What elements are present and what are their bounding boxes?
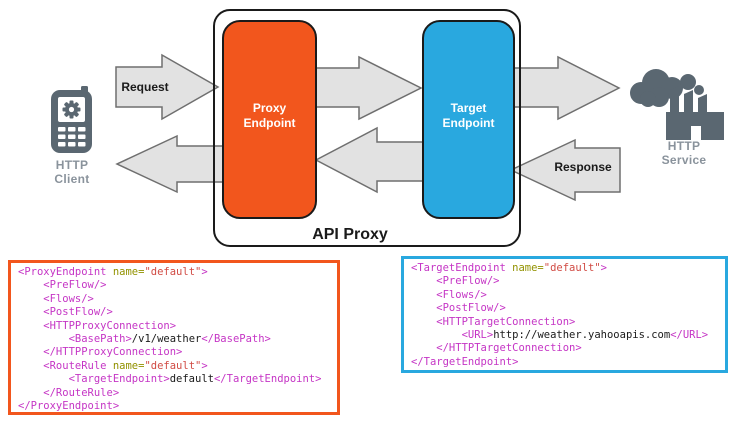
code-token-tag: </RouteRule> [18, 386, 120, 399]
flow-diagram-canvas [115, 9, 621, 247]
code-token-tag: <BasePath> [18, 333, 132, 346]
code-token-tag: <TargetEndpoint> [18, 373, 170, 386]
code-line: <PostFlow/> [18, 306, 337, 319]
proxy-endpoint-code: <ProxyEndpoint name="default"> <PreFlow/… [8, 260, 340, 415]
code-line: <PostFlow/> [411, 302, 725, 315]
code-line: <BasePath>/v1/weather</BasePath> [18, 333, 337, 346]
api-proxy-label: API Proxy [312, 226, 388, 243]
code-token-tag: </HTTPTargetConnection> [411, 342, 582, 355]
code-line: </HTTPProxyConnection> [18, 346, 337, 359]
code-token-tag: <HTTPProxyConnection> [18, 319, 177, 332]
factory-door [691, 126, 701, 140]
target-to-service-arrow [511, 55, 621, 121]
proxy-endpoint-box [222, 20, 317, 219]
code-token-val: "default" [144, 359, 202, 372]
phone-keypad [58, 127, 86, 147]
code-token-tag: </ProxyEndpoint> [18, 400, 120, 413]
api-proxy-container-box [213, 9, 521, 247]
code-token-tag: </TargetEndpoint> [213, 373, 322, 386]
code-token-tag: > [600, 262, 607, 274]
smoke-cloud-icon [630, 69, 704, 107]
target-to-proxy-arrow [314, 126, 424, 194]
code-token-attr: name= [505, 262, 544, 274]
code-token-tag: <TargetEndpoint [411, 262, 506, 274]
code-line: <TargetEndpoint name="default"> [411, 262, 725, 275]
request-arrow [115, 53, 220, 121]
response-arrow [509, 138, 621, 202]
code-line: <RouteRule name="default"> [18, 360, 337, 373]
code-line: </ProxyEndpoint> [18, 400, 337, 413]
target-endpoint-code: <TargetEndpoint name="default"> <PreFlow… [401, 256, 728, 373]
code-token-tag: <PostFlow/> [411, 302, 506, 315]
code-line: <ProxyEndpoint name="default"> [18, 266, 337, 279]
code-token-tag: </URL> [670, 329, 709, 342]
code-line: <URL>http://weather.yahooapis.com</URL> [411, 329, 725, 342]
code-token-tag: <ProxyEndpoint [18, 266, 107, 278]
code-token-tag: </HTTPProxyConnection> [18, 346, 183, 359]
code-token-tag: <PreFlow/> [18, 279, 107, 292]
code-token-text: http://weather.yahooapis.com [493, 329, 671, 342]
http-service-label: HTTP Service [661, 139, 707, 167]
factory-icon [666, 86, 724, 140]
code-token-tag: <URL> [411, 329, 494, 342]
code-line: <HTTPProxyConnection> [18, 320, 337, 333]
code-token-tag: <PostFlow/> [18, 306, 113, 319]
proxy-endpoint-label: Proxy Endpoint [243, 101, 296, 130]
code-token-tag: <Flows/> [411, 288, 487, 301]
code-token-text: default [169, 373, 214, 386]
http-client-icon [51, 86, 92, 153]
code-line: <Flows/> [18, 293, 337, 306]
code-line: <HTTPTargetConnection> [411, 316, 725, 329]
code-token-tag: > [201, 359, 208, 372]
code-token-text: /v1/weather [131, 333, 202, 346]
code-token-val: "default" [543, 262, 601, 274]
gear-icon [62, 100, 81, 119]
code-line: </RouteRule> [18, 387, 337, 400]
code-line: <PreFlow/> [18, 279, 337, 292]
code-token-tag: <Flows/> [18, 292, 94, 305]
code-token-tag: > [201, 266, 208, 278]
proxy-to-target-arrow [313, 55, 423, 121]
target-endpoint-label: Target Endpoint [442, 101, 495, 130]
code-token-attr: name= [106, 266, 145, 278]
target-endpoint-box [422, 20, 515, 219]
response-label: Response [554, 160, 612, 174]
code-line: <Flows/> [411, 289, 725, 302]
code-line: <TargetEndpoint>default</TargetEndpoint> [18, 373, 337, 386]
code-token-tag: <HTTPTargetConnection> [411, 315, 576, 328]
request-label: Request [121, 80, 169, 94]
code-token-attr: name= [106, 359, 145, 372]
code-line: </HTTPTargetConnection> [411, 342, 725, 355]
code-token-tag: <RouteRule [18, 359, 107, 372]
code-token-tag: </TargetEndpoint> [411, 355, 519, 368]
code-token-tag: </BasePath> [201, 333, 271, 346]
code-line: <PreFlow/> [411, 275, 725, 288]
code-token-val: "default" [144, 266, 202, 278]
http-service-icon [630, 69, 724, 140]
code-token-tag: <PreFlow/> [411, 275, 500, 288]
http-client-label: HTTP Client [54, 158, 90, 186]
proxy-to-client-arrow [115, 134, 226, 194]
code-line: </TargetEndpoint> [411, 356, 725, 369]
